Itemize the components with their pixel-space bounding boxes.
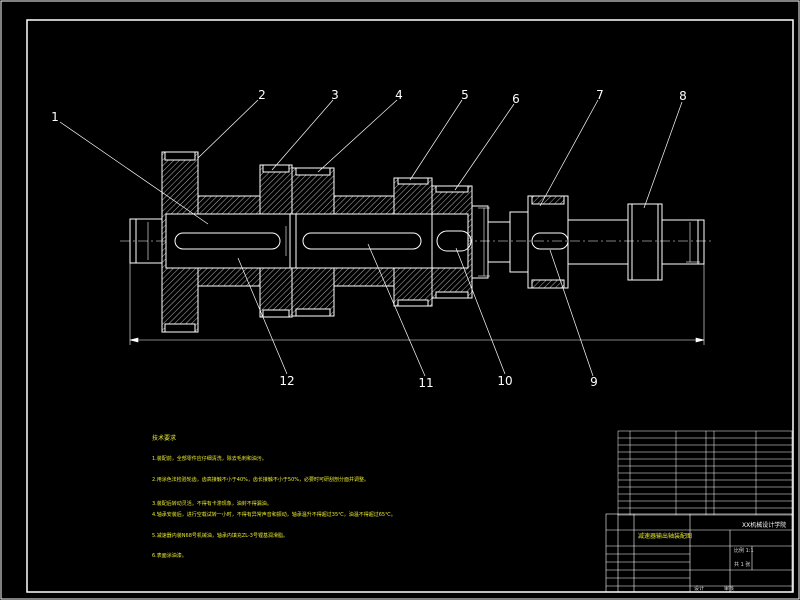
note-line-5: 5.减速器内装N68号机械油，轴承内填充ZL-3号锂基润滑脂。 <box>152 532 288 539</box>
gear-part-7 <box>509 211 529 273</box>
leader-lines <box>59 99 683 377</box>
gear-hub-7 <box>527 195 569 289</box>
title-block-text: XX机械设计学院 减速器输出轴装配图 比例 1:1 设计 审核 共 1 张 <box>638 521 786 592</box>
shaft-step <box>471 205 489 279</box>
notes-title: 技术要求 <box>152 434 176 442</box>
title-drawn-by: 设计 <box>694 585 704 592</box>
dimensions <box>129 207 705 345</box>
shaft-right-end <box>661 219 705 265</box>
balloon-2: 2 <box>258 88 266 102</box>
title-part-name: 减速器输出轴装配图 <box>638 532 692 540</box>
note-line-4: 4.轴承安装后，进行空载试转一小时，不得有异常声音和振动，轴承温升不得超过35℃… <box>152 511 396 518</box>
note-line-2: 2.用涂色法检验轮齿，齿高接触不小于40%，齿长接触不小于50%，必要时可研刮剖… <box>152 476 369 483</box>
shaft-mid-right <box>567 219 629 265</box>
balloon-11: 11 <box>418 376 433 390</box>
keyway-1 <box>174 232 281 250</box>
parts-list <box>617 430 793 516</box>
note-line-6: 6.表面涂油漆。 <box>152 552 187 559</box>
balloon-9: 9 <box>590 375 598 389</box>
note-line-1: 1.装配前，全部零件应仔细清洗，除去毛刺和油污。 <box>152 455 267 462</box>
balloon-labels: 1 2 3 4 5 6 7 8 9 10 11 12 <box>51 88 687 390</box>
shaft-assembly <box>120 151 712 333</box>
balloon-12: 12 <box>279 374 294 388</box>
balloon-6: 6 <box>512 92 520 106</box>
shaft-neck <box>487 221 511 263</box>
balloon-10: 10 <box>497 374 512 388</box>
technical-notes: 技术要求 1.装配前，全部零件应仔细清洗，除去毛刺和油污。 2.用涂色法检验轮齿… <box>152 434 396 559</box>
bearing-part-8 <box>627 203 663 281</box>
title-block <box>605 513 793 593</box>
balloon-1: 1 <box>51 110 59 124</box>
title-sheet: 共 1 张 <box>734 561 750 568</box>
balloon-5: 5 <box>461 88 469 102</box>
keyway-3 <box>436 230 472 252</box>
title-checked-by: 审核 <box>724 585 734 592</box>
balloon-7: 7 <box>596 88 604 102</box>
keyway-2 <box>302 232 422 250</box>
balloon-8: 8 <box>679 89 687 103</box>
title-school: XX机械设计学院 <box>742 521 786 529</box>
balloon-4: 4 <box>395 88 403 102</box>
note-line-3: 3.装配后转动灵活，不得有卡滞现象，油封不得漏油。 <box>152 500 272 507</box>
inner-frame <box>26 19 794 593</box>
shaft-bore <box>165 213 469 269</box>
balloon-3: 3 <box>331 88 339 102</box>
title-scale: 比例 1:1 <box>734 547 754 554</box>
